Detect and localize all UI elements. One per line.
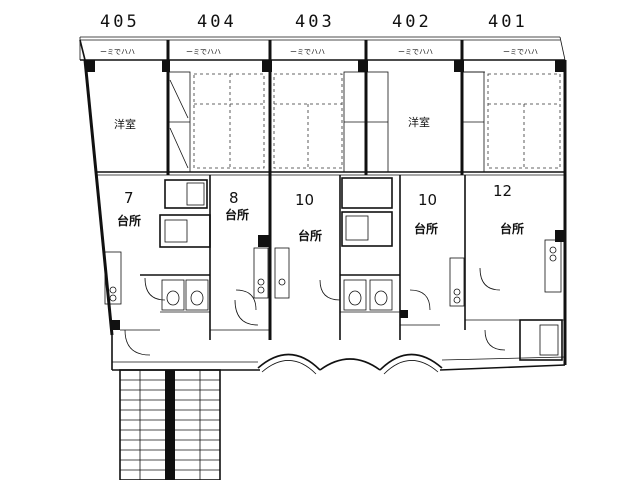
balcony-label-403: ーミでハハ: [290, 48, 325, 56]
bathrooms: [159, 177, 563, 361]
kitchen-label-403: 台所: [298, 228, 322, 243]
unit-number-403: 403: [295, 12, 335, 32]
size-label-401: 12: [493, 182, 512, 200]
kitchen-label-404: 台所: [225, 207, 249, 222]
balcony-label-401: ーミでハハ: [503, 48, 538, 56]
door-swings: [124, 267, 506, 356]
kitchen-label-405: 台所: [117, 213, 141, 228]
size-label-403: 10: [295, 191, 314, 209]
size-label-402: 10: [418, 191, 437, 209]
party-walls: [166, 40, 466, 340]
closets: [167, 71, 485, 173]
outer-walls: [79, 39, 567, 375]
size-label-404: 8: [229, 189, 239, 207]
unit-number-404: 404: [197, 12, 237, 32]
balcony-label-404: ーミでハハ: [186, 48, 221, 56]
tatami-rooms: [193, 73, 561, 169]
balcony-strip: [79, 36, 566, 61]
unit-number-402: 402: [392, 12, 432, 32]
staircase: [119, 369, 221, 480]
columns: [85, 60, 565, 330]
balcony-label-402: ーミでハハ: [398, 48, 433, 56]
balcony-label-405: ーミでハハ: [100, 48, 135, 56]
kitchen-label-402: 台所: [414, 221, 438, 236]
unit-number-405: 405: [100, 12, 140, 32]
unit-number-401: 401: [488, 12, 528, 32]
western-room-label-405: 洋室: [114, 117, 136, 131]
kitchen-counters: [104, 239, 562, 307]
toilets: [161, 279, 393, 311]
size-label-405: 7: [124, 189, 134, 207]
kitchen-label-401: 台所: [500, 221, 524, 236]
western-room-label-402: 洋室: [408, 115, 430, 129]
